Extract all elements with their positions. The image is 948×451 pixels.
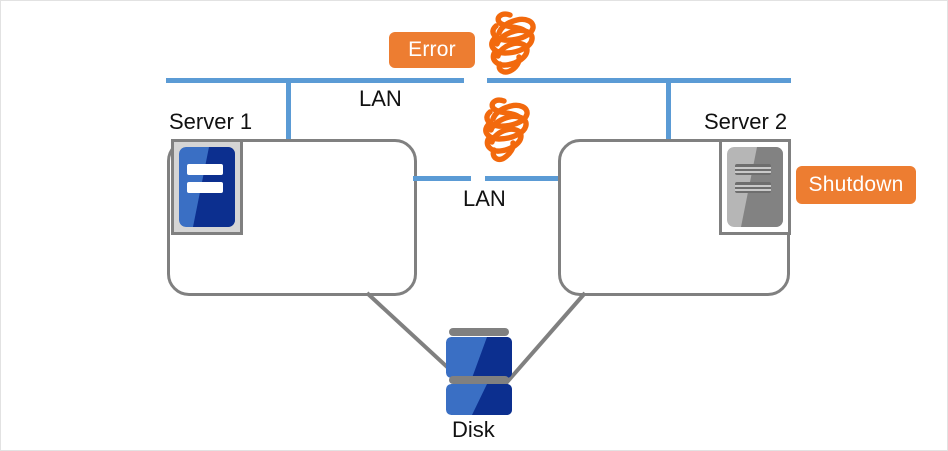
lan-bottom-segment-left xyxy=(413,176,471,181)
status-badge-error-label: Error xyxy=(408,38,456,61)
server-icon-blue xyxy=(179,147,235,227)
server2-icon-frame xyxy=(719,139,791,235)
lan-top-drop-server1 xyxy=(286,78,291,140)
server1-icon-frame xyxy=(171,139,243,235)
status-badge-shutdown[interactable]: Shutdown xyxy=(796,166,916,204)
fault-top-scribble-icon xyxy=(479,6,551,78)
server1-label: Server 1 xyxy=(169,109,253,134)
lan-bottom-segment-right xyxy=(485,176,561,181)
lan-top-label: LAN xyxy=(359,86,402,111)
disk-bar-top xyxy=(449,328,509,336)
server-icon-grey xyxy=(727,147,783,227)
lan-bottom-stub-server1 xyxy=(413,176,423,181)
lan-top-segment-right xyxy=(487,78,791,83)
fault-bottom-scribble-icon xyxy=(471,91,543,171)
lan-bottom-label: LAN xyxy=(463,186,506,211)
disk-label: Disk xyxy=(452,417,495,442)
status-badge-error[interactable]: Error xyxy=(389,32,475,68)
lan-top-segment-left xyxy=(166,78,464,83)
disk-bar-middle xyxy=(449,376,509,384)
server2-label: Server 2 xyxy=(704,109,788,134)
disk-icon[interactable] xyxy=(444,326,514,415)
status-badge-shutdown-label: Shutdown xyxy=(808,173,904,196)
lan-top-drop-server2 xyxy=(666,78,671,140)
